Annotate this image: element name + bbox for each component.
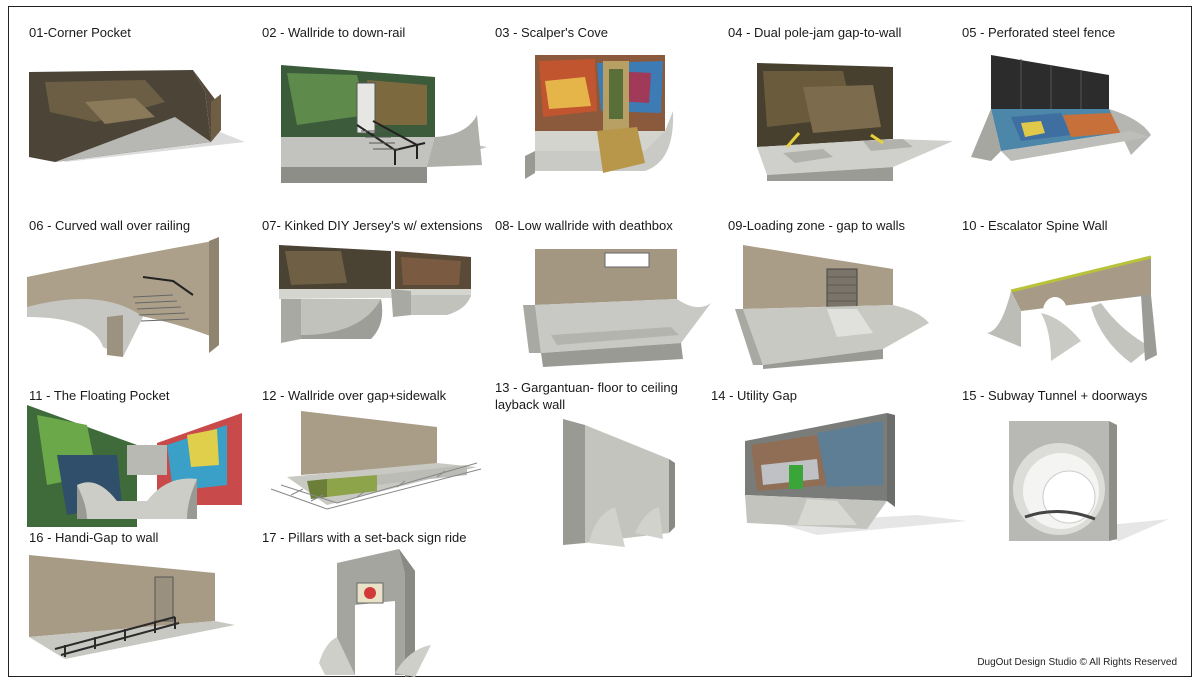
thumbnail-wallride-over-gap <box>267 405 482 517</box>
thumbnail-subway-tunnel <box>999 409 1169 544</box>
item-title: 07- Kinked DIY Jersey's w/ extensions <box>262 218 483 233</box>
item-title: 11 - The Floating Pocket <box>29 388 170 403</box>
item-title: 03 - Scalper's Cove <box>495 25 609 40</box>
item-title: 10 - Escalator Spine Wall <box>962 218 1108 233</box>
item-title: 01-Corner Pocket <box>29 25 131 40</box>
item-title: 09-Loading zone - gap to walls <box>728 218 906 233</box>
item-title: 16 - Handi-Gap to wall <box>29 530 159 545</box>
item-title: 14 - Utility Gap <box>711 388 797 403</box>
item-title: 06 - Curved wall over railing <box>29 218 191 233</box>
thumbnail-kinked-jersey <box>271 239 486 364</box>
item-title: 08- Low wallride with deathbox <box>495 218 673 233</box>
thumbnail-pillars-sign-ride <box>315 545 445 680</box>
item-title: 12 - Wallride over gap+sidewalk <box>262 388 447 403</box>
thumbnail-gargantuan-layback <box>545 415 685 550</box>
thumbnail-utility-gap <box>737 405 967 535</box>
thumbnail-curved-wall-railing <box>23 237 243 362</box>
thumbnail-dual-pole-jam <box>743 57 953 182</box>
item-title: 04 - Dual pole-jam gap-to-wall <box>728 25 902 40</box>
thumbnail-corner-pocket <box>25 62 245 172</box>
thumbnail-handi-gap <box>25 551 240 663</box>
item-title: 15 - Subway Tunnel + doorways <box>962 388 1148 403</box>
thumbnail-floating-pocket <box>27 405 242 527</box>
thumbnail-perforated-steel-fence <box>971 51 1161 176</box>
copyright-footer: DugOut Design Studio © All Rights Reserv… <box>977 657 1177 668</box>
item-title: 05 - Perforated steel fence <box>962 25 1116 40</box>
item-title: 02 - Wallride to down-rail <box>262 25 406 40</box>
thumbnail-loading-zone <box>733 239 933 369</box>
item-title: 17 - Pillars with a set-back sign ride <box>262 530 467 545</box>
item-title: 13 - Gargantuan- floor to ceiling laybac… <box>495 380 678 412</box>
design-sheet: 01-Corner Pocket 02 - Wallride to down-r… <box>8 6 1192 677</box>
thumbnail-scalpers-cove <box>525 51 685 181</box>
thumbnail-low-wallride-deathbox <box>521 243 721 368</box>
thumbnail-wallride-down-rail <box>277 55 487 185</box>
thumbnail-escalator-spine-wall <box>981 251 1181 371</box>
